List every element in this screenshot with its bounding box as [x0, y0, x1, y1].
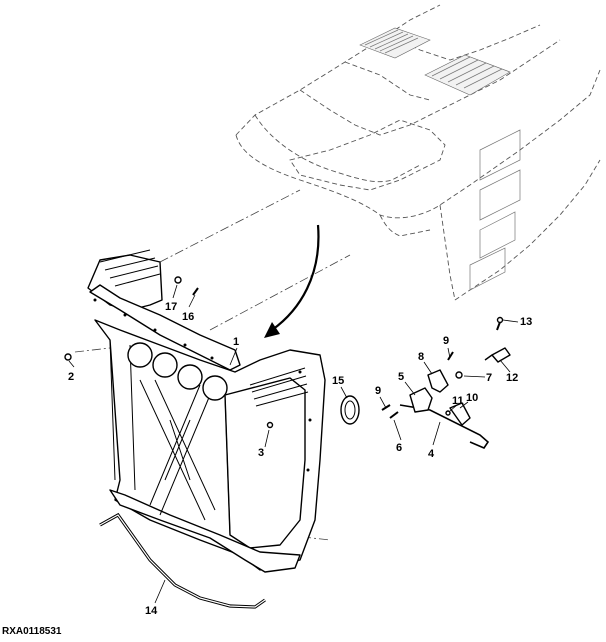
callout-7: 7: [486, 372, 492, 384]
callout-8: 8: [418, 351, 424, 363]
callout-labels: 1 2 3 4 5 6 7 8 9 9 10 11 12 13 14 15 16…: [68, 301, 532, 617]
round-emblem: [340, 395, 360, 425]
hood-vent-grille-left: [359, 27, 431, 59]
callout-2: 2: [68, 371, 74, 383]
callout-5: 5: [398, 371, 404, 383]
hood-vent-grille-right: [424, 54, 511, 96]
callout-16: 16: [182, 311, 194, 323]
seal-strip: [99, 512, 266, 609]
callout-15: 15: [332, 375, 344, 387]
callout-9-lower: 9: [375, 385, 381, 397]
callout-4: 4: [428, 448, 435, 460]
callout-leaders: [68, 284, 519, 604]
callout-12: 12: [506, 372, 518, 384]
callout-6: 6: [396, 442, 402, 454]
callout-3: 3: [258, 447, 264, 459]
callout-14: 14: [145, 605, 158, 617]
callout-10: 10: [466, 392, 478, 404]
callout-11: 11: [452, 395, 464, 407]
grille-frame: [87, 249, 326, 573]
callout-1: 1: [233, 336, 239, 348]
assembly-direction-arrow: [264, 224, 320, 338]
callout-17: 17: [165, 301, 177, 313]
hood-outline: [235, 4, 601, 301]
callout-9-upper: 9: [443, 335, 449, 347]
latch-assembly: [64, 276, 511, 449]
figure-id: RXA0118531: [2, 626, 62, 637]
callout-13: 13: [520, 316, 532, 328]
